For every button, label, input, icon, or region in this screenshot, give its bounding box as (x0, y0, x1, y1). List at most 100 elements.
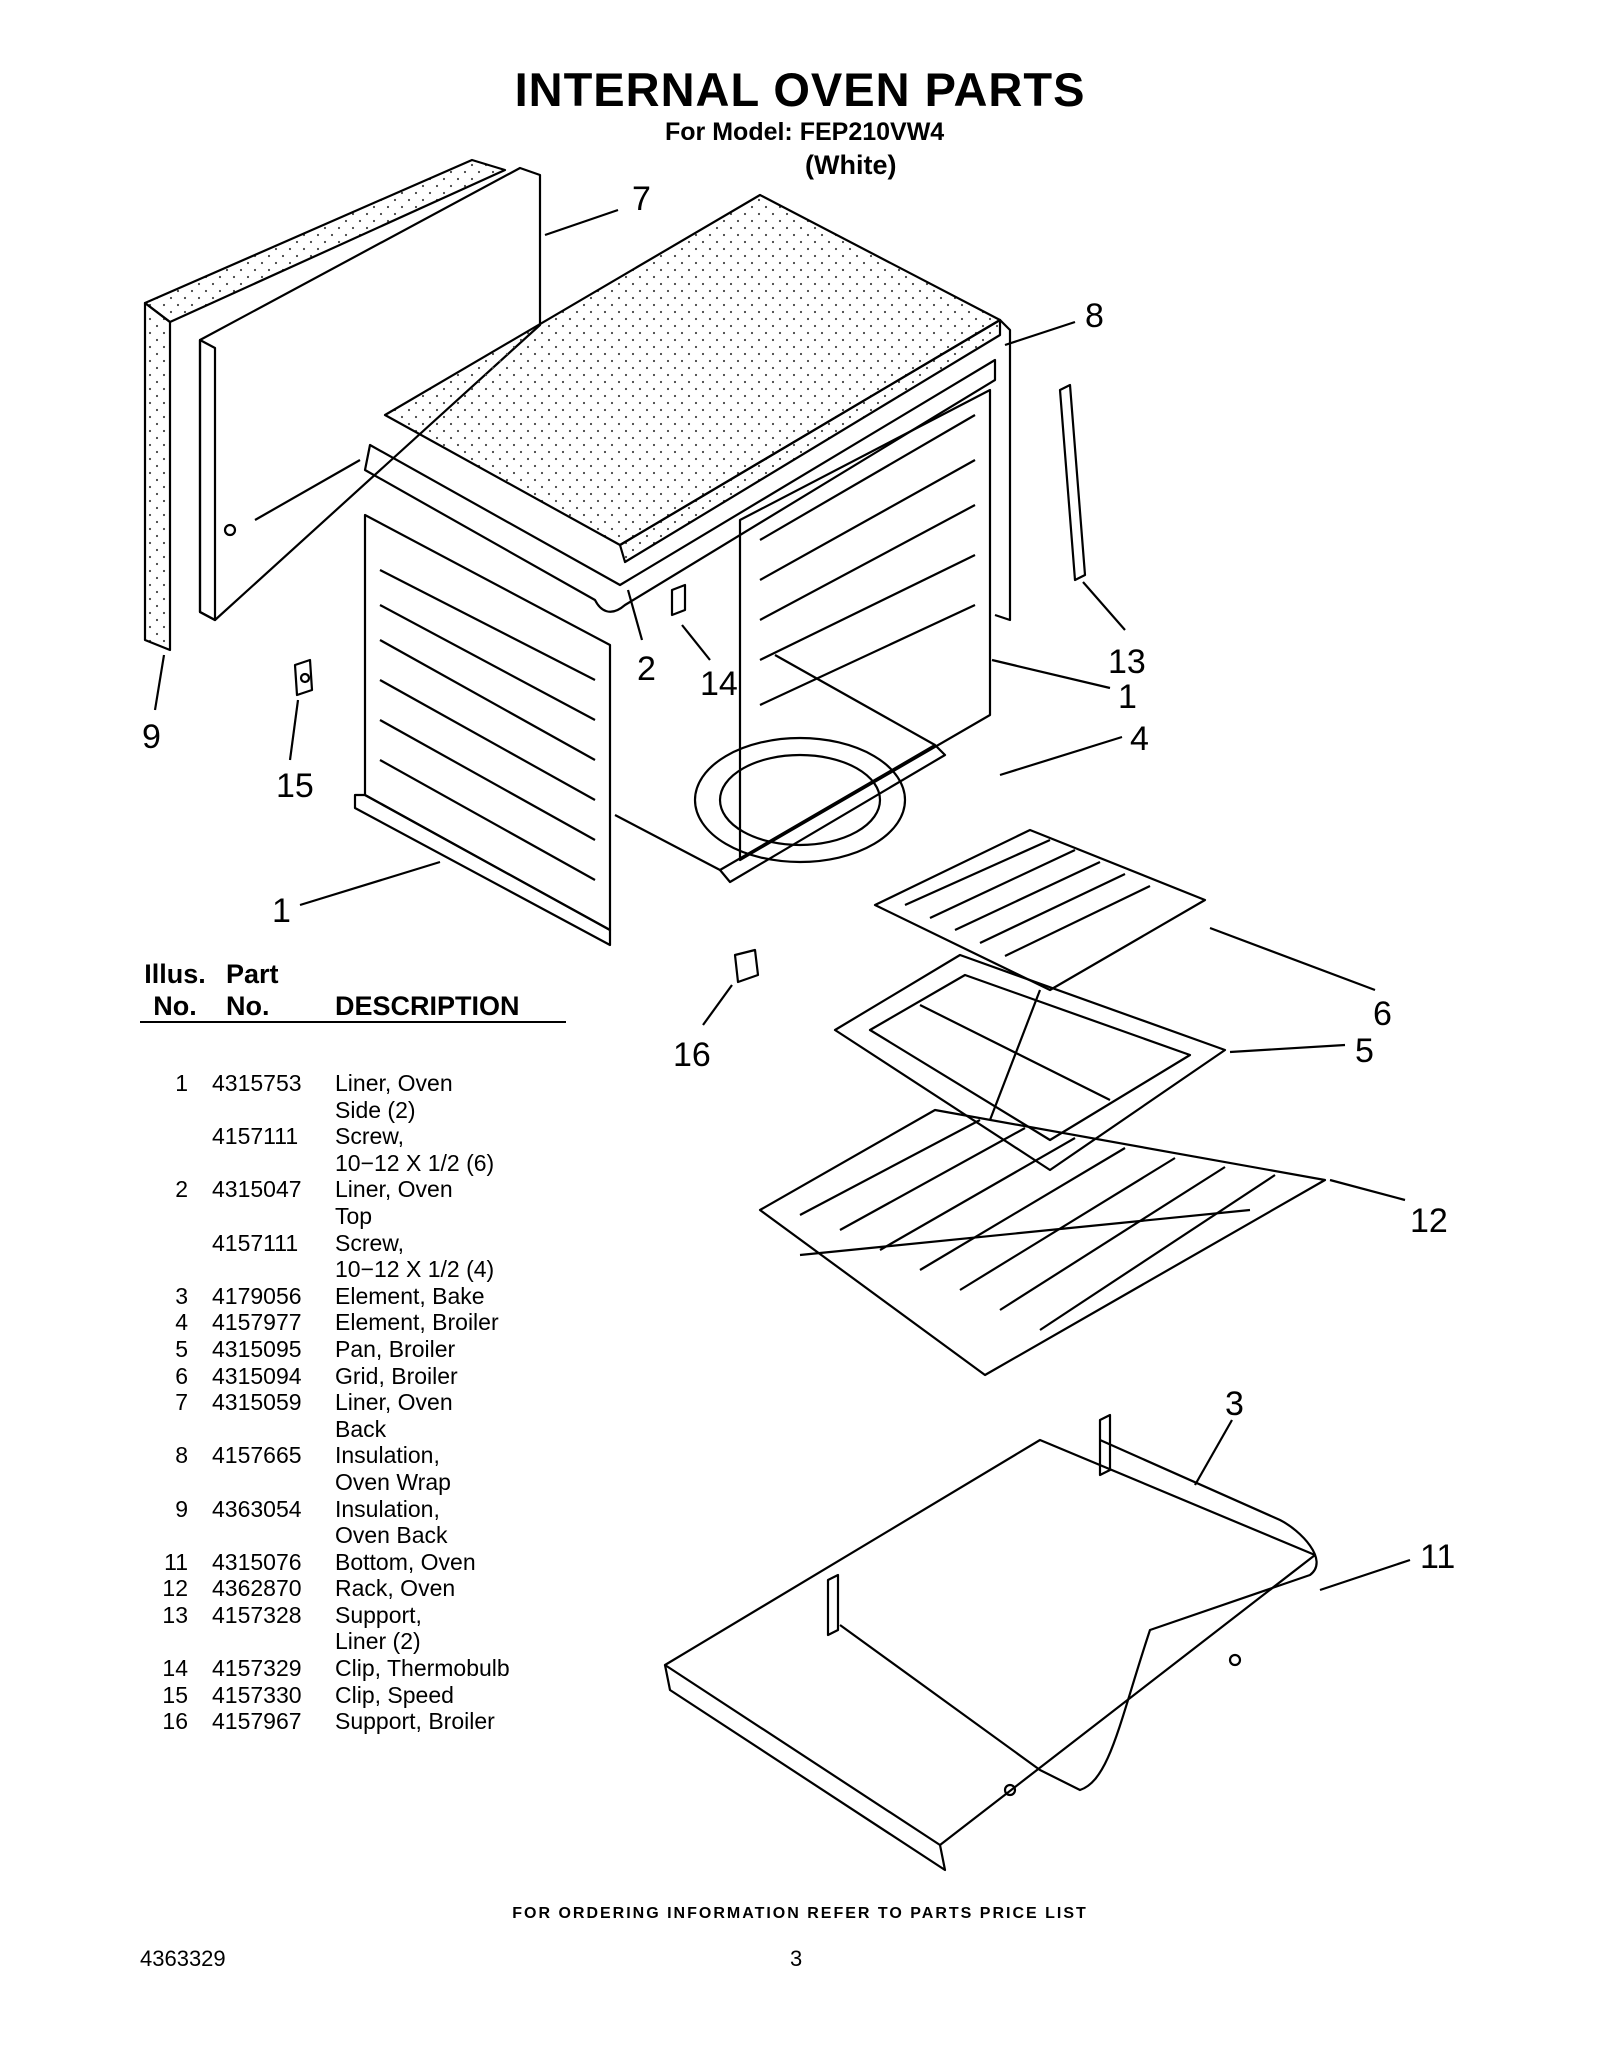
callout-label: 2 (637, 650, 656, 688)
table-row: 4 4157977 Element, Broiler (140, 1309, 510, 1336)
illus-number (140, 1230, 212, 1257)
illus-number: 14 (162, 1655, 188, 1682)
part-description: Insulation, (335, 1495, 440, 1522)
part-description: Screw, (335, 1229, 405, 1256)
illus-number (140, 1256, 212, 1283)
part-number: 4157111 (212, 1123, 299, 1150)
callout-label: 4 (1130, 720, 1149, 758)
col-header-part-line2: No. (226, 991, 270, 1021)
part-description: Liner, Oven (335, 1176, 453, 1203)
part-description: Liner (2) (335, 1628, 421, 1655)
illus-number: 2 (175, 1176, 188, 1203)
oven-wrap-insulation-part (383, 193, 1012, 622)
col-header-description: DESCRIPTION (335, 991, 520, 1021)
model-line: For Model: FEP210VW4 (665, 118, 945, 146)
part-description: Grid, Broiler (335, 1362, 458, 1389)
ordering-note: FOR ORDERING INFORMATION REFER TO PARTS … (512, 1905, 1088, 1922)
illus-number: 6 (175, 1362, 188, 1389)
part-description: Insulation, (335, 1442, 440, 1469)
broiler-support-part (733, 948, 760, 984)
broiler-element-part (614, 654, 947, 884)
table-row: 15 4157330 Clip, Speed (140, 1682, 510, 1709)
table-row: 4157111 Screw, (140, 1230, 510, 1257)
table-row: Oven Back (140, 1522, 510, 1549)
part-number: 4157967 (212, 1708, 302, 1735)
table-row: Liner (2) (140, 1628, 510, 1655)
callout-label: 3 (1225, 1385, 1244, 1423)
illus-number: 13 (162, 1601, 188, 1628)
illus-number (140, 1522, 212, 1549)
table-row: 13 4157328 Support, (140, 1602, 510, 1629)
variant-label: (White) (805, 150, 897, 180)
oven-side-liner-right-part (738, 388, 992, 862)
illus-number (140, 1203, 212, 1230)
part-number (212, 1522, 335, 1549)
illus-number: 15 (162, 1681, 188, 1708)
part-description: Support, (335, 1601, 422, 1628)
part-number: 4315059 (212, 1389, 302, 1416)
part-description: Element, Bake (335, 1282, 485, 1309)
part-number: 4315753 (212, 1070, 302, 1096)
part-description: Screw, (335, 1123, 405, 1150)
leader-lines (153, 208, 1411, 1592)
oven-rack-part (758, 1108, 1327, 1377)
part-number: 4157328 (212, 1601, 302, 1628)
table-row: Oven Wrap (140, 1469, 510, 1496)
table-row: 10−12 X 1/2 (6) (140, 1150, 510, 1177)
illus-number: 4 (175, 1309, 188, 1336)
callout-label: 14 (700, 665, 738, 703)
illus-number: 3 (175, 1282, 188, 1309)
part-number: 4315094 (212, 1362, 302, 1389)
part-number (212, 1256, 335, 1283)
illus-number: 8 (175, 1442, 188, 1469)
part-number (212, 1203, 335, 1230)
callout-label: 8 (1085, 297, 1104, 335)
table-row: Top (140, 1203, 510, 1230)
illus-number (140, 1469, 212, 1496)
part-description: Oven Back (335, 1522, 448, 1549)
part-description: Oven Wrap (335, 1468, 451, 1495)
part-number (212, 1150, 335, 1177)
part-description: Clip, Speed (335, 1681, 454, 1708)
part-number (212, 1416, 335, 1443)
table-row: 8 4157665 Insulation, (140, 1442, 510, 1469)
part-number: 4157977 (212, 1309, 302, 1336)
document-number: 4363329 (140, 1946, 226, 1971)
part-number (212, 1469, 335, 1496)
part-number (212, 1628, 335, 1655)
table-row: 6 4315094 Grid, Broiler (140, 1363, 510, 1390)
illus-number: 12 (162, 1575, 188, 1602)
part-number: 4179056 (212, 1282, 302, 1309)
part-description: Support, Broiler (335, 1708, 495, 1735)
part-description: Liner, Oven (335, 1389, 453, 1416)
part-number: 4157330 (212, 1681, 302, 1708)
table-row: 10−12 X 1/2 (4) (140, 1256, 510, 1283)
callout-label: 1 (1118, 678, 1137, 716)
part-description: Bottom, Oven (335, 1548, 476, 1575)
part-description: Back (335, 1415, 387, 1442)
part-number: 4157111 (212, 1229, 299, 1256)
part-number: 4315076 (212, 1548, 302, 1575)
part-description: Element, Broiler (335, 1309, 499, 1336)
part-description: 10−12 X 1/2 (4) (335, 1256, 495, 1283)
part-number: 4362870 (212, 1575, 302, 1602)
part-description: Side (2) (335, 1096, 416, 1123)
broiler-pan-part (833, 953, 1227, 1172)
part-number: 4157665 (212, 1442, 302, 1469)
callout-label: 7 (632, 180, 651, 218)
illus-number (140, 1416, 212, 1443)
callout-label: 5 (1355, 1032, 1374, 1070)
part-description: 10−12 X 1/2 (6) (335, 1149, 495, 1176)
callout-numbers: 7 8 13 1 4 2 14 9 15 1 6 5 16 12 3 11 (142, 180, 1455, 1576)
callout-label: 1 (272, 892, 291, 930)
part-description: Top (335, 1202, 373, 1229)
illus-number (140, 1628, 212, 1655)
part-description: Pan, Broiler (335, 1335, 456, 1362)
col-header-part-line1: Part (226, 959, 279, 989)
